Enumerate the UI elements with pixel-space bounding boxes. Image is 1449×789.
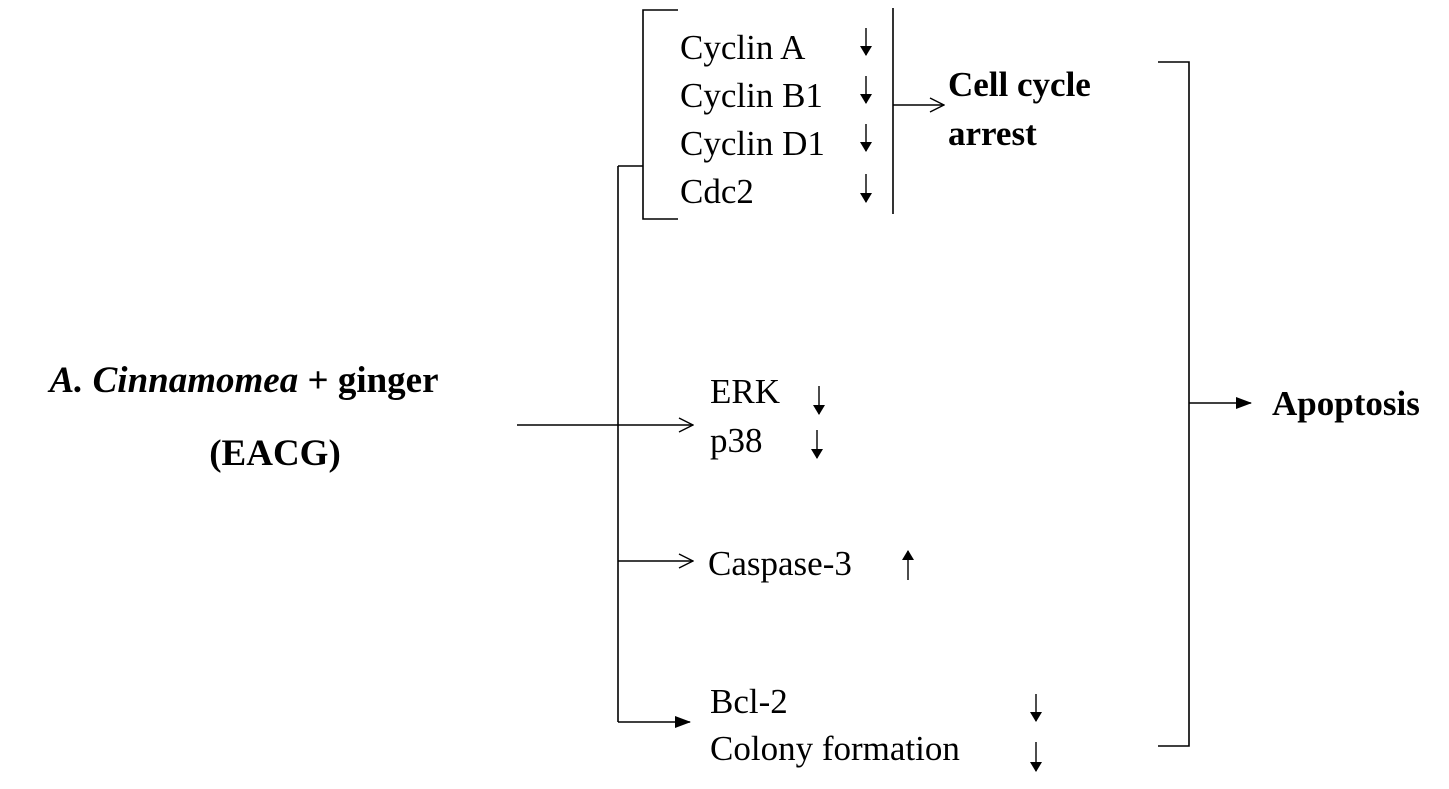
marker-label: p38: [710, 421, 763, 460]
marker-label: Cyclin B1: [680, 76, 823, 115]
marker-label: Cdc2: [680, 172, 754, 211]
marker-label: Cyclin D1: [680, 124, 825, 163]
cellcycle-outcome-line1: Cell cycle: [948, 65, 1091, 104]
treatment-abbrev: (EACG): [209, 433, 341, 474]
cellcycle-bracket-left: [642, 9, 678, 220]
marker-label: Cyclin A: [680, 28, 806, 67]
final-outcome-label: Apoptosis: [1272, 384, 1420, 423]
marker-label: Bcl-2: [710, 682, 788, 721]
marker-label: ERK: [710, 372, 780, 411]
marker-label: Colony formation: [710, 729, 960, 768]
cellcycle-outcome-line2: arrest: [948, 114, 1037, 153]
treatment-label: A. Cinnamomea + ginger: [47, 360, 438, 401]
treatment-name-italic: A. Cinnamomea: [47, 360, 298, 401]
apoptosis-bracket: [1158, 61, 1190, 747]
treatment-name-rest: + ginger: [298, 360, 438, 401]
marker-label: Caspase-3: [708, 544, 852, 583]
